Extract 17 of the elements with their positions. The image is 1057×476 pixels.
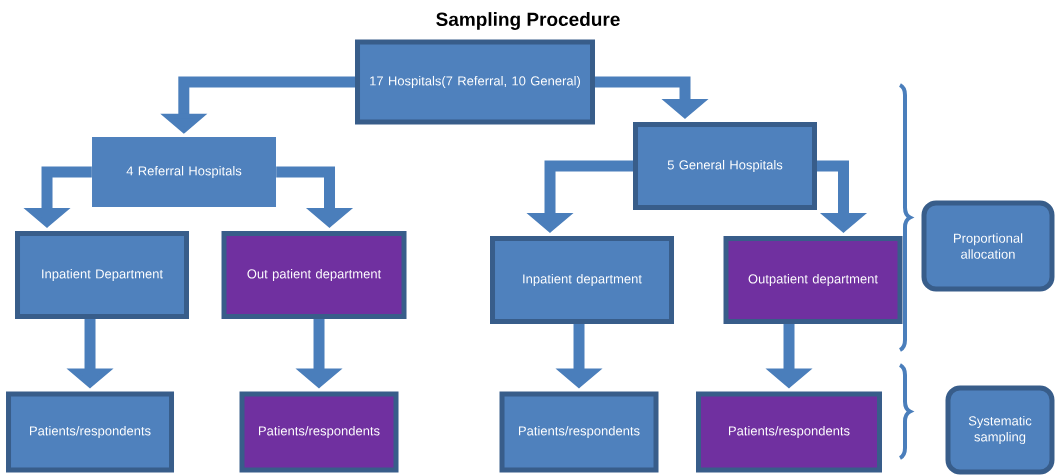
process-box: Patients/respondents xyxy=(239,391,399,473)
process-box: 17 Hospitals(7 Referral, 10 General) xyxy=(355,39,595,125)
method-box: Proportional allocation xyxy=(921,200,1055,292)
arrow xyxy=(276,166,354,228)
process-box: Patients/respondents xyxy=(696,391,882,473)
method-box: Systematic sampling xyxy=(945,385,1055,475)
process-box: Out patient department xyxy=(221,231,407,319)
process-box: Inpatient department xyxy=(490,236,674,324)
process-box: Outpatient department xyxy=(723,236,903,324)
process-box: Inpatient Department xyxy=(15,231,189,319)
arrow xyxy=(595,76,709,119)
title: Sampling Procedure xyxy=(436,12,620,30)
process-box: 5 General Hospitals xyxy=(633,122,817,210)
process-box: Patients/respondents xyxy=(6,391,174,473)
process-box: 4 Referral Hospitals xyxy=(92,137,276,207)
arrow xyxy=(817,160,868,233)
process-box: Patients/respondents xyxy=(499,391,659,473)
